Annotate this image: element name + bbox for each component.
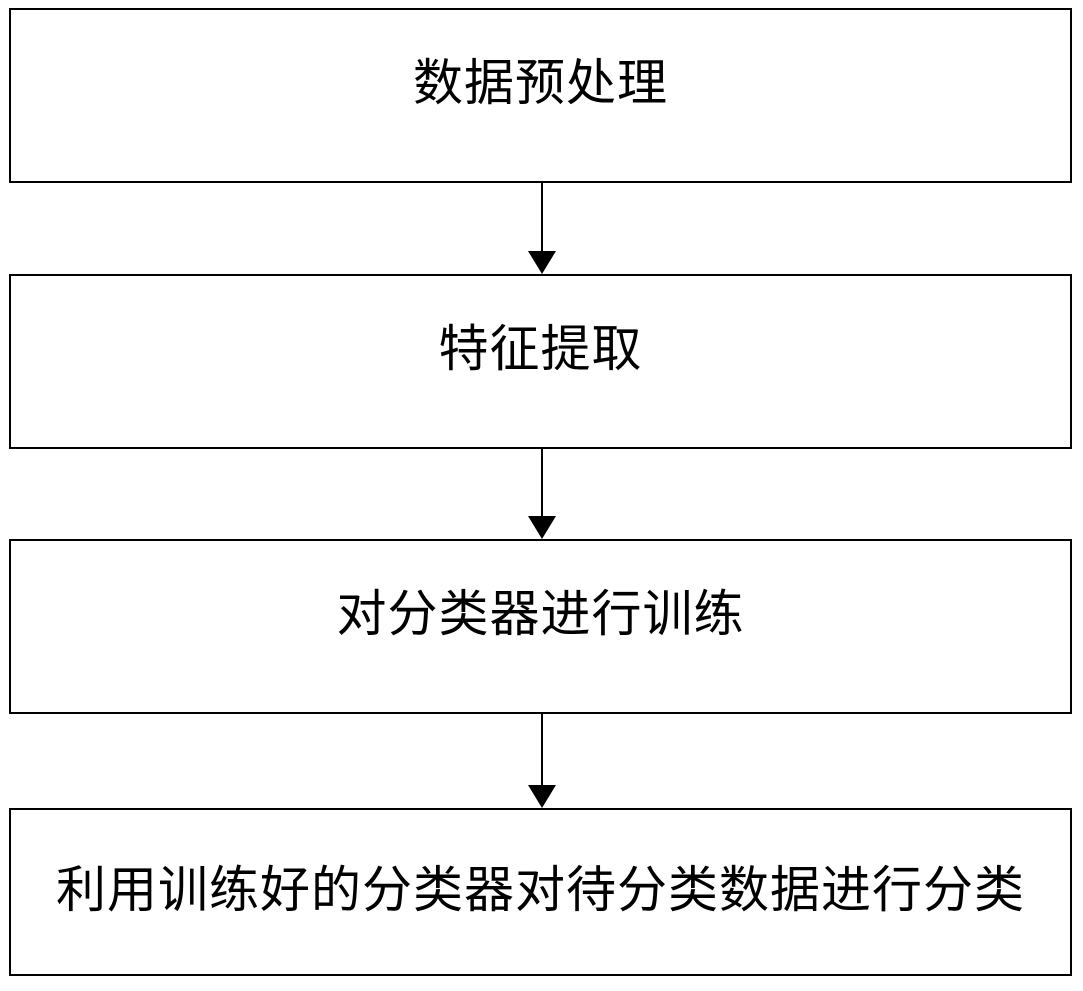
arrow-line-icon [541, 183, 543, 251]
arrow-head-down-icon [528, 516, 556, 539]
node-label: 数据预处理 [413, 53, 668, 112]
node-label: 特征提取 [438, 319, 643, 378]
arrow-line-icon [541, 714, 543, 785]
node-label: 对分类器进行训练 [336, 584, 745, 643]
flowchart-node-feature-extraction[interactable]: 特征提取 [9, 274, 1072, 449]
flowchart-node-data-preprocessing[interactable]: 数据预处理 [9, 8, 1072, 183]
arrow-line-icon [541, 449, 543, 516]
arrow-head-down-icon [528, 251, 556, 274]
arrow-head-down-icon [528, 785, 556, 808]
flowchart-node-classify-data[interactable]: 利用训练好的分类器对待分类数据进行分类 [9, 808, 1072, 976]
flowchart-node-train-classifier[interactable]: 对分类器进行训练 [9, 539, 1072, 714]
node-label: 利用训练好的分类器对待分类数据进行分类 [56, 861, 1025, 919]
